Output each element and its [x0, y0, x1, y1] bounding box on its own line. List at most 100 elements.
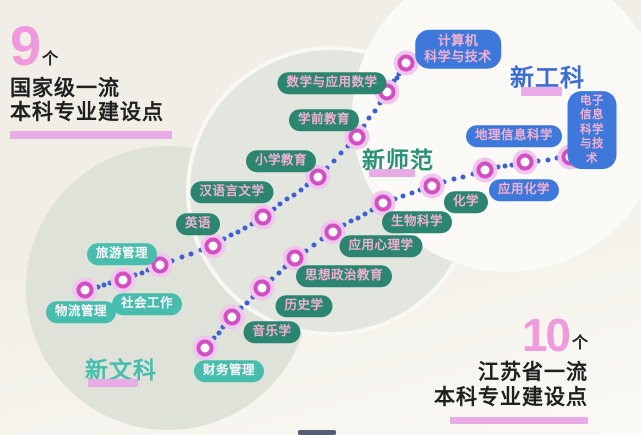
path-dot: [179, 254, 185, 260]
path-dot: [188, 251, 194, 257]
path-node: [348, 128, 366, 146]
national-title: 国家级一流 本科专业建设点: [10, 77, 172, 126]
provincial-count-unit: 个: [571, 335, 588, 353]
path-dot: [282, 264, 288, 270]
path-dot: [355, 215, 361, 220]
major-label: 财务管理: [193, 360, 265, 382]
path-node: [196, 339, 214, 357]
path-dot: [441, 179, 447, 185]
path-dot: [341, 222, 347, 228]
provincial-majors-header: 10 个 江苏省一流 本科专业建设点: [434, 309, 588, 425]
path-node: [423, 177, 441, 195]
new-engineering-accent-bar: [521, 87, 562, 96]
major-label: 应用化学: [488, 179, 560, 201]
path-dot: [95, 284, 101, 290]
major-label: 音乐学: [243, 321, 301, 343]
path-node: [223, 308, 241, 326]
path-dot: [554, 155, 560, 161]
path-dot: [303, 248, 309, 254]
path-dot: [249, 221, 255, 227]
path-dot: [338, 150, 344, 156]
path-dot: [470, 171, 476, 177]
path-dot: [211, 335, 217, 341]
path-dot: [228, 232, 234, 238]
national-count: 9: [10, 14, 41, 77]
path-node: [286, 249, 304, 267]
path-node: [204, 237, 222, 255]
major-label: 电子信息 科学与技术: [567, 91, 617, 169]
major-label: 历史学: [275, 295, 333, 317]
path-dot: [276, 270, 281, 276]
path-dot: [361, 123, 367, 129]
group-title-new-liberal-arts: 新文科: [85, 357, 157, 383]
major-label: 应用心理学: [339, 235, 423, 257]
provincial-accent-bar: [450, 417, 588, 425]
path-dot: [331, 158, 337, 164]
path-dot: [145, 267, 151, 273]
path-node: [254, 208, 272, 226]
major-label: 英语: [175, 213, 221, 235]
path-dot: [545, 157, 550, 162]
new-normal-education-accent-bar: [369, 169, 415, 177]
path-dot: [377, 100, 383, 106]
path-dot: [391, 78, 397, 84]
provincial-count-row: 10 个: [434, 309, 588, 361]
path-dot: [348, 218, 354, 224]
path-dot: [139, 270, 144, 275]
major-label: 社会工作: [111, 293, 183, 315]
provincial-title-line1: 江苏省一流: [478, 361, 588, 385]
path-dot: [502, 163, 508, 169]
path-node: [253, 279, 271, 297]
path-dot: [509, 162, 515, 168]
cropped-watermark: [298, 430, 336, 435]
path-dot: [392, 196, 398, 202]
major-label: 汉语言文学: [190, 181, 274, 203]
path-dot: [369, 207, 375, 213]
national-majors-header: 9 个 国家级一流 本科专业建设点: [10, 14, 172, 140]
group-title-new-normal-education: 新师范: [362, 147, 434, 173]
major-label: 数学与应用数学: [277, 72, 387, 94]
path-dot: [400, 193, 406, 199]
path-dot: [132, 272, 138, 278]
path-dot: [221, 236, 227, 242]
path-dot: [269, 276, 275, 282]
path-dot: [101, 282, 107, 288]
path-node: [374, 194, 392, 212]
national-title-line2: 本科专业建设点: [10, 100, 164, 124]
path-dot: [291, 192, 297, 198]
path-dot: [235, 229, 241, 234]
path-dot: [394, 75, 399, 80]
path-node: [151, 256, 169, 274]
path-dot: [495, 164, 501, 170]
provincial-title: 江苏省一流 本科专业建设点: [434, 361, 588, 410]
path-dot: [107, 280, 113, 286]
new-liberal-arts-accent-bar: [88, 379, 138, 387]
path-node: [476, 161, 494, 179]
national-count-unit: 个: [42, 50, 59, 68]
major-label: 思想政治教育: [295, 265, 393, 287]
path-dot: [362, 211, 368, 216]
provincial-title-line2: 本科专业建设点: [434, 385, 588, 409]
path-dot: [451, 176, 457, 182]
path-dot: [298, 187, 304, 193]
provincial-count: 10: [521, 309, 571, 361]
path-dot: [417, 187, 423, 193]
path-dot: [535, 158, 541, 164]
path-node: [114, 271, 132, 289]
major-label: 计算机 科学与技术: [415, 29, 501, 69]
path-node: [397, 54, 415, 72]
path-dot: [409, 190, 415, 196]
major-label: 小学教育: [245, 150, 317, 172]
path-dot: [277, 201, 283, 207]
path-dot: [284, 196, 290, 202]
path-dot: [271, 206, 276, 212]
path-dot: [396, 71, 402, 77]
path-dot: [345, 143, 351, 149]
path-dot: [311, 242, 317, 248]
major-label: 生物科学: [381, 211, 453, 233]
major-label: 地理信息科学: [465, 125, 563, 147]
national-count-row: 9 个: [10, 14, 172, 77]
national-title-line1: 国家级一流: [10, 76, 120, 100]
path-dot: [238, 305, 244, 311]
